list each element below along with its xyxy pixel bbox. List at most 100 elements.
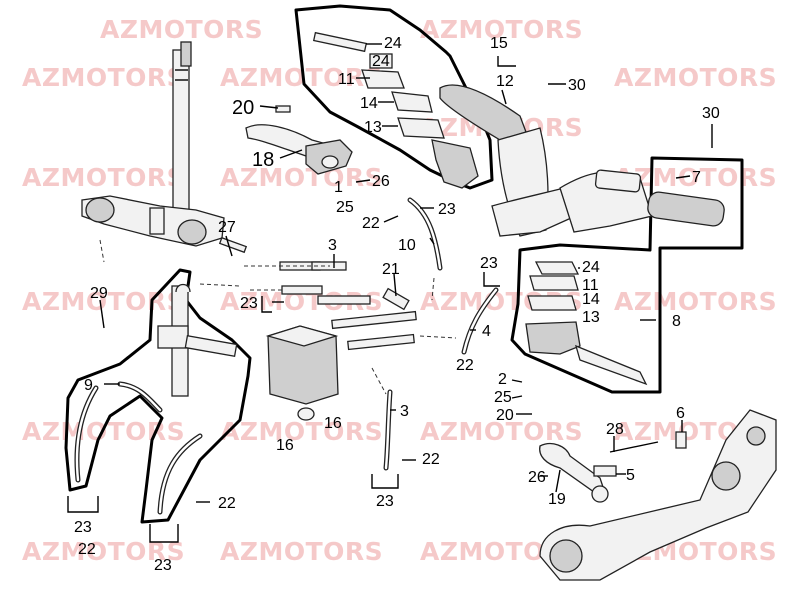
- connector-lines: [99, 239, 457, 395]
- right-switch-housing: [594, 169, 642, 193]
- reservoir-body-left: [431, 139, 479, 189]
- callout-30: 30: [568, 77, 586, 94]
- callout-22: 22: [78, 541, 96, 558]
- watermark-text: AZMOTORS: [614, 63, 777, 92]
- outline-left-master-cylinder: [294, 4, 494, 190]
- callout-26: 26: [372, 173, 390, 190]
- handlebar-left-side: [439, 84, 725, 237]
- callout-20: 20: [496, 407, 514, 424]
- callout-3: 3: [328, 237, 337, 254]
- distribution-pipe-horizontal: [184, 334, 238, 358]
- group-outlines: [64, 4, 744, 524]
- callout-4: 4: [482, 323, 491, 340]
- diaphragm-plate: [391, 91, 433, 113]
- pedal-rod: [609, 441, 659, 453]
- leader-lines: [99, 43, 713, 503]
- callout-22: 22: [422, 451, 440, 468]
- reservoir-cover-right: [529, 275, 579, 291]
- cover-strip: [312, 31, 368, 53]
- callout-25: 25: [336, 199, 354, 216]
- lever-pivot-bolt: [275, 105, 291, 113]
- callout-22: 22: [362, 215, 380, 232]
- hose-upper: [407, 197, 443, 271]
- long-bolt: [347, 333, 415, 351]
- callout-11: 11: [338, 71, 355, 88]
- outline-right-master-cylinder: [510, 156, 744, 394]
- callout-1: 1: [334, 179, 343, 196]
- brake-hoses: [74, 197, 499, 515]
- callout-20: 20: [232, 97, 254, 119]
- steering-stem: [81, 41, 225, 247]
- callout-29: 29: [90, 285, 108, 302]
- pivot-boss-upper: [746, 426, 766, 446]
- abs-modulator: [265, 325, 339, 421]
- watermark-text: AZMOTORS: [220, 417, 383, 446]
- axle-boss: [549, 539, 583, 573]
- callout-3: 3: [400, 403, 409, 420]
- callout-15: 15: [490, 35, 508, 52]
- bolt: [281, 285, 323, 295]
- watermark-text: AZMOTORS: [220, 537, 383, 566]
- callout-14: 14: [582, 291, 600, 308]
- watermark-text: AZMOTORS: [22, 63, 185, 92]
- grommet: [297, 407, 315, 421]
- banjo-fitting: [321, 155, 339, 169]
- abs-unit-top: [265, 325, 339, 347]
- stem-top-thread: [180, 41, 192, 67]
- callout-23: 23: [74, 519, 92, 536]
- callout-10: 10: [398, 237, 416, 254]
- steering-stem-shaft: [172, 49, 190, 219]
- callout-12: 12: [496, 73, 514, 90]
- right-reservoir-parts: [525, 261, 648, 386]
- callout-19: 19: [548, 491, 566, 508]
- callout-16: 16: [276, 437, 294, 454]
- watermark-text: AZMOTORS: [220, 163, 383, 192]
- right-lever-rod: [575, 344, 648, 386]
- callout-23: 23: [376, 493, 394, 510]
- callout-labels: 20 18 24 24 11 14 13 15 12 30 30 7 26 1 …: [74, 35, 720, 574]
- watermark-text: AZMOTORS: [420, 417, 583, 446]
- callout-11: 11: [582, 277, 599, 294]
- front-brake-lever-assembly: [245, 105, 353, 175]
- distribution-block: [157, 325, 189, 349]
- callout-6: 6: [676, 405, 685, 422]
- callout-16: 16: [324, 415, 342, 432]
- rear-brake-pedal: [539, 431, 687, 503]
- swing-arm-body: [539, 409, 777, 581]
- pivot-boss: [711, 461, 741, 491]
- watermark-text: AZMOTORS: [100, 15, 263, 44]
- callout-13: 13: [582, 309, 600, 326]
- watermark-text: AZMOTORS: [420, 15, 583, 44]
- union-fitting: [382, 287, 410, 311]
- right-grip: [647, 191, 725, 227]
- watermark-text: AZMOTORS: [22, 163, 185, 192]
- callout-30: 30: [702, 105, 720, 122]
- callout-24: 24: [372, 53, 390, 70]
- callout-24: 24: [582, 259, 600, 276]
- callout-23: 23: [480, 255, 498, 272]
- outline-front-brake-lines: [64, 268, 252, 524]
- left-reservoir-parts: [312, 31, 479, 189]
- callout-22: 22: [456, 357, 474, 374]
- callout-23: 23: [240, 295, 258, 312]
- reservoir-cap: [369, 53, 393, 69]
- reservoir-cover: [361, 69, 405, 89]
- callout-9: 9: [84, 377, 93, 394]
- callout-28: 28: [606, 421, 624, 438]
- callout-8: 8: [672, 313, 681, 330]
- callout-24: 24: [384, 35, 402, 52]
- callout-18: 18: [252, 149, 274, 171]
- bolt-set: [218, 236, 417, 351]
- callout-25: 25: [494, 389, 512, 406]
- watermark-text: AZMOTORS: [22, 287, 185, 316]
- group-brackets: [67, 56, 516, 543]
- clip: [675, 431, 687, 449]
- stem-collar: [149, 207, 165, 235]
- pedal-pad: [591, 485, 609, 503]
- swing-arm: [539, 409, 777, 581]
- cable-clip: [218, 236, 248, 254]
- callout-7: 7: [692, 169, 701, 186]
- watermark-text: AZMOTORS: [614, 287, 777, 316]
